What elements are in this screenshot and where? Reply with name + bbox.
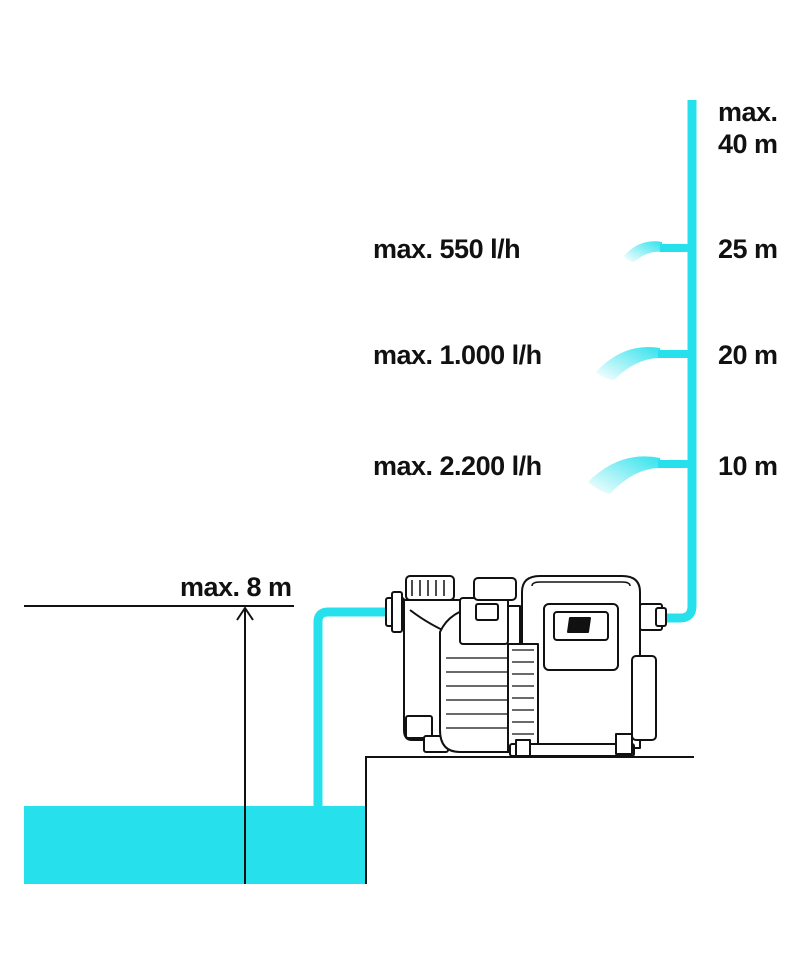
water-reservoir — [24, 806, 366, 884]
outlet-25m — [624, 241, 692, 262]
flow-2200-label: max. 2.200 l/h — [373, 451, 542, 481]
head-20m-label: 20 m — [718, 340, 778, 370]
flow-1000-label: max. 1.000 l/h — [373, 340, 542, 370]
suction-height-label: max. 8 m — [180, 572, 292, 602]
head-10m-label: 10 m — [718, 451, 778, 481]
flow-550-label: max. 550 l/h — [373, 234, 521, 264]
head-25m-label: 25 m — [718, 234, 778, 264]
max-head-label-line1: max. — [718, 97, 778, 127]
garden-pump-icon — [385, 575, 667, 757]
max-head-label-line2: 40 m — [718, 129, 778, 159]
outlet-10m — [588, 456, 692, 494]
suction-hose — [313, 607, 392, 808]
outlet-20m — [596, 347, 692, 380]
ground-ledge — [365, 756, 694, 884]
pressure-hose — [664, 100, 697, 623]
max-head-label: max. 40 m — [718, 96, 778, 160]
up-arrow-icon — [236, 606, 254, 884]
